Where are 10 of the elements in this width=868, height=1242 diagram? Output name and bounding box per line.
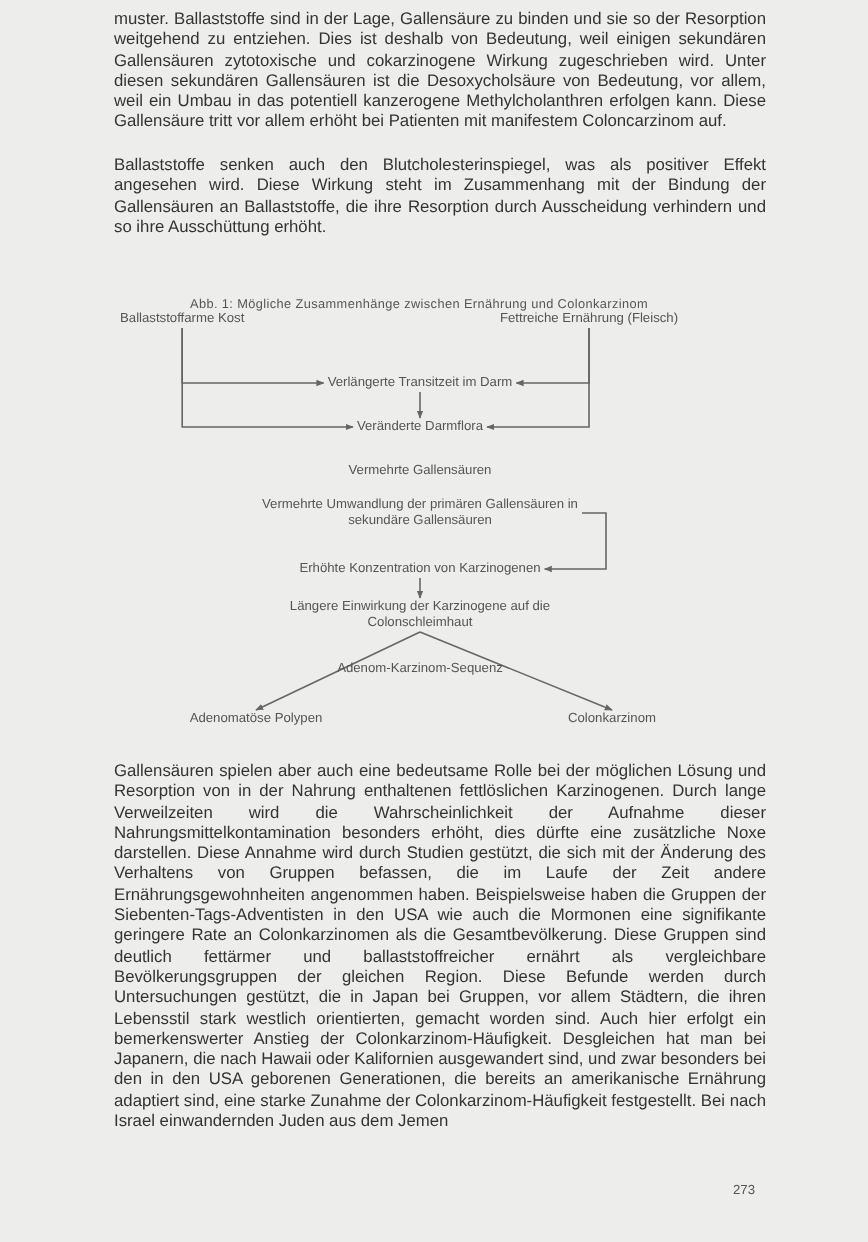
arrow (416, 577, 424, 599)
arrow (416, 391, 424, 419)
paragraph: Ballaststoffe senken auch den Blutcholesterinspiegel, was als positiver Effekt angesehen wird. Diese Wirkung steht im Zusammenhang mit der Bindung der Gallensäuren an Ballaststoffe, die ihre Resorption durch Ausscheidung verhindern und so ihre Ausschüttung erhöht. (114, 154, 766, 237)
arrow (486, 327, 590, 431)
arrow (419, 631, 613, 711)
arrow (255, 631, 421, 711)
arrow (543, 512, 607, 573)
arrow (181, 327, 354, 431)
paragraph: Gallensäuren spielen aber auch eine bedeutsame Rolle bei der möglichen Lösung und Resorption von in der Nahrung enthaltenen fettlöslichen Karzinogenen. Durch lange Verweilzeiten wird die Wahrscheinlichkeit der Aufnahme dieser Nahrungsmittelkontamination besonders erhöht, dies dürfte eine zusätzliche Noxe darstellen. Diese Annahme wird durch Studien gestützt, die sich mit der Änderung des Verhaltens von Gruppen befassen, die im Laufe der Zeit andere Ernährungsgewohnheiten angenommen haben. Beispielsweise haben die Gruppen der Siebenten-Tags-Adventisten in den USA wie auch die Mormonen eine signifikante geringere Rate an Colonkarzinomen als die Gesamtbevölkerung. Diese Gruppen sind deutlich fettärmer und ballaststoffreicher ernährt als vergleichbare Bevölkerungsgruppen der gleichen Region. Diese Befunde werden durch Untersuchungen gestützt, die in Japan bei Gruppen, vor allem Städtern, die ihren Lebensstil stark westlich orientierten, gemacht worden sind. Auch hier erfolgt ein bemerkenswerter Anstieg der Colonkarzinom-Häufigkeit. Desgleichen hat man bei Japanern, die nach Hawaii oder Kalifornien ausgewandert sind, und zwar besonders bei den in den USA geborenen Generationen, die bereits an amerikanische Ernährung adaptiert sind, eine starke Zunahme der Colonkarzinom-Häufigkeit festgestellt. Bei nach Israel einwandernden Juden aus dem Jemen (114, 760, 766, 1131)
paragraph: muster. Ballaststoffe sind in der Lage, Gallensäure zu binden und sie so der Resorption weitgehend zu entziehen. Dies ist deshalb von Bedeutung, weil einigen sekundären Gallensäuren zytotoxische und cokarzinogene Wirkung zugeschrieben wird. Unter diesen sekundären Gallensäuren ist die Desoxycholsäure von Bedeutung, vor allem, weil ein Umbau in das potentiell kanzerogene Methylcholanthren erfolgen kann. Diese Gallensäure tritt vor allem erhöht bei Patienten mit manifestem Coloncarzinom auf. (114, 8, 766, 132)
